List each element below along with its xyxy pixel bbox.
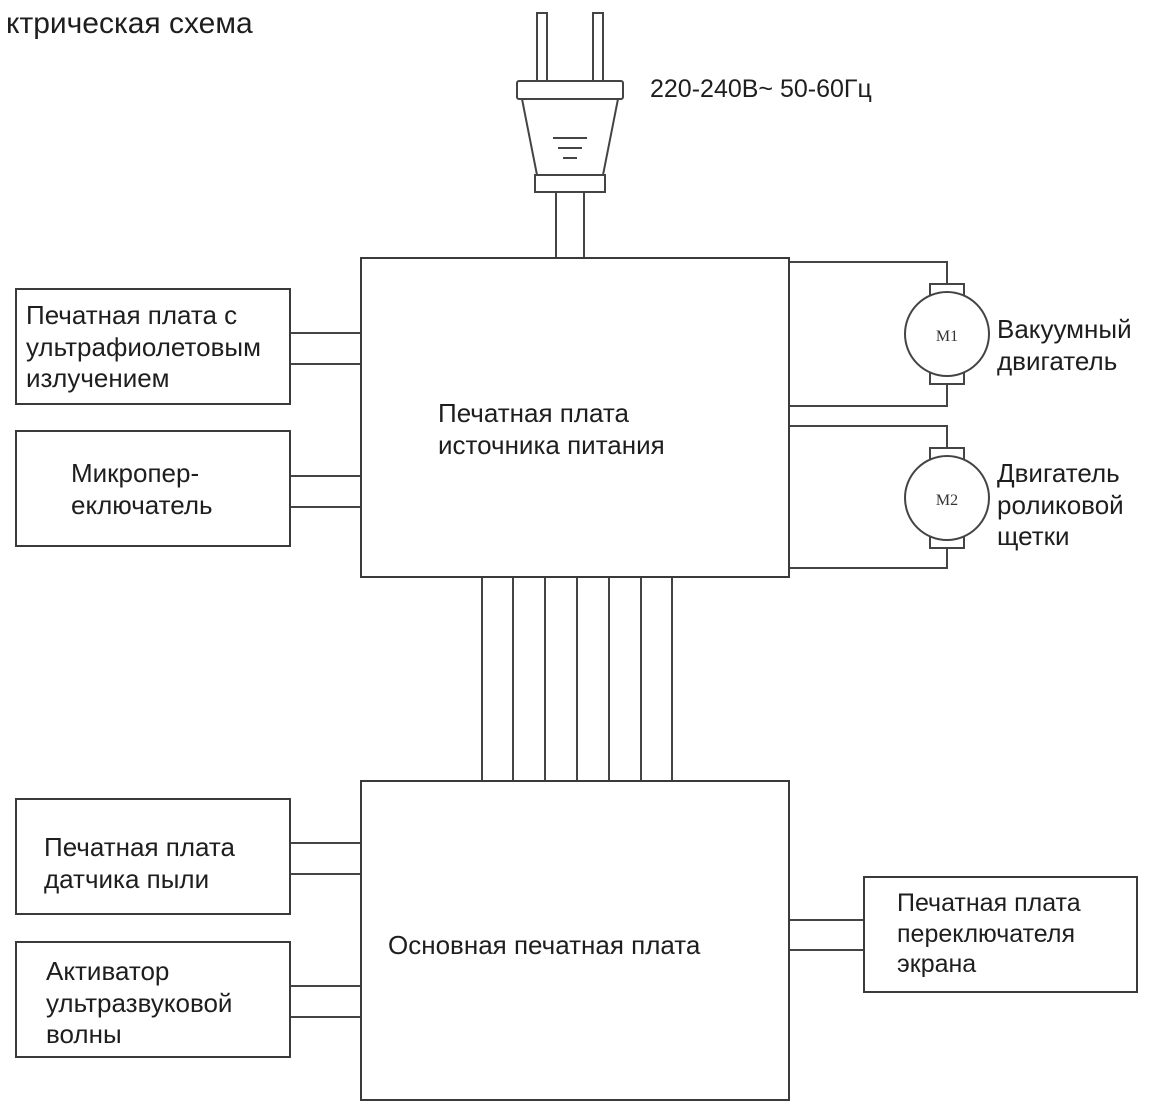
dust-sensor-block: Печатная плата датчика пыли <box>15 798 291 915</box>
ultrasonic-block: Активатор ультразвуковой волны <box>15 941 291 1058</box>
uv-board-block: Печатная плата с ультрафиолетовым излуче… <box>15 288 291 405</box>
plug-prong-left <box>536 12 548 82</box>
microswitch-label: Микропер- еключатель <box>71 458 213 520</box>
psu-board-block: Печатная плата источника питания <box>360 257 790 578</box>
main-board-label: Основная печатная плата <box>388 930 701 960</box>
ultrasonic-label: Активатор ультразвуковой волны <box>46 956 233 1050</box>
motor-m1 <box>904 291 990 377</box>
motor-m1-tag: M1 <box>936 328 958 345</box>
motor-m2-label: Двигатель роликовой щетки <box>997 458 1124 552</box>
microswitch-block: Микропер- еключатель <box>15 430 291 547</box>
main-board-block: Основная печатная плата <box>360 780 790 1101</box>
plug-collar <box>534 174 606 193</box>
motor-m1-label: Вакуумный двигатель <box>997 314 1132 376</box>
page-title: ктрическая схема <box>6 7 253 40</box>
screen-switch-block: Печатная плата переключателя экрана <box>863 876 1138 993</box>
screen-switch-label: Печатная плата переключателя экрана <box>897 889 1081 978</box>
dust-sensor-label: Печатная плата датчика пыли <box>44 832 235 894</box>
uv-board-label: Печатная плата с ультрафиолетовым излуче… <box>26 300 261 394</box>
motor-m2-tag: M2 <box>936 492 958 509</box>
plug-cap <box>516 80 624 100</box>
motor-m2 <box>904 455 990 541</box>
psu-board-label: Печатная плата источника питания <box>438 398 665 460</box>
plug-prong-right <box>592 12 604 82</box>
power-spec-label: 220-240В~ 50-60Гц <box>650 75 872 103</box>
